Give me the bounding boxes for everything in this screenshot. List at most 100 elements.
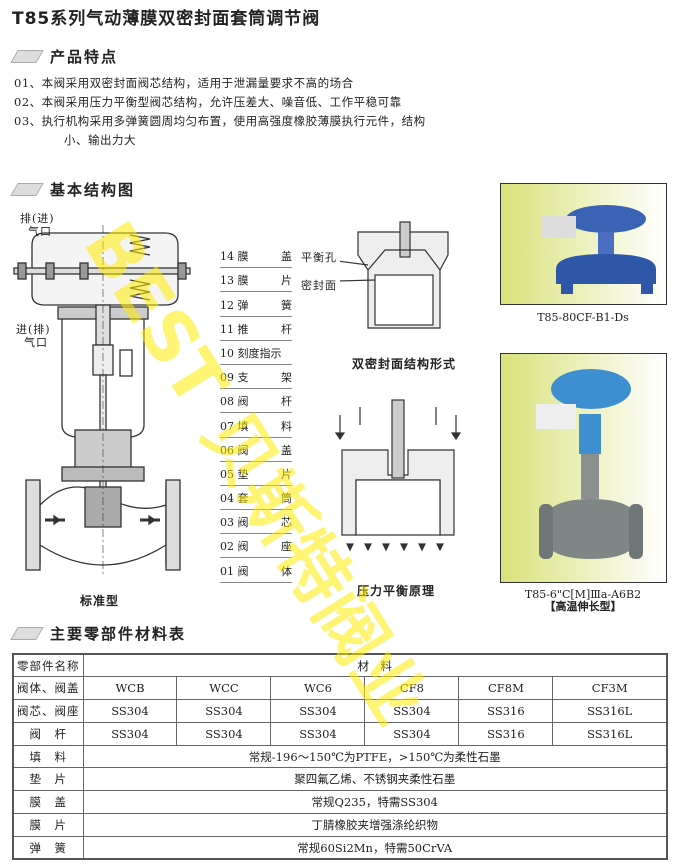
material-cell: SS304 [176, 699, 272, 723]
material-cell: SS304 [364, 721, 460, 746]
part-label: 09 支架 [220, 365, 292, 390]
valve-photo-image [536, 369, 643, 559]
part-number-name: 14 膜 [220, 250, 249, 264]
material-cell: SS304 [176, 721, 272, 746]
part-label: 08 阀 杆 [220, 389, 292, 414]
part-number-name: 08 阀 [220, 395, 249, 409]
part-name-end: 筒 [281, 492, 292, 506]
photo-2-caption: T85-6"C[M]Ⅲa-A6B2【高温伸长型】 [493, 589, 673, 613]
header-cell: 零部件名称 [12, 653, 84, 678]
part-name-end: 杆 [281, 322, 292, 336]
material-cell: WC6 [270, 676, 366, 701]
intake-port-label: 进(排)气口 [16, 323, 51, 349]
material-cell: SS316L [552, 699, 668, 723]
material-cell: 常规-196～150℃为PTFE，>150℃为柔性石墨 [82, 744, 668, 769]
valve-cross-section-drawing [13, 225, 191, 575]
pressure-balance-drawing [334, 399, 462, 552]
label-line: 排(进) [20, 212, 55, 225]
table-row: 膜 片丁腈橡胶夹增强涤纶织物 [12, 813, 668, 837]
material-cell: 常规60Si2Mn，特需50CrVA [82, 835, 668, 860]
part-label: 02 阀座 [220, 534, 292, 559]
part-label: 10 刻度指示 [220, 341, 292, 365]
table-row: 弹 簧常规60Si2Mn，特需50CrVA [12, 835, 668, 860]
material-cell: SS304 [82, 721, 178, 746]
pressure-balance-caption: 压力平衡原理 [357, 584, 436, 598]
part-number-name: 01 阀 [220, 564, 249, 578]
seal-face-label: 密封面 [301, 279, 337, 292]
valve-photo-image [541, 205, 656, 294]
part-name-cell: 阀芯、阀座 [12, 699, 84, 723]
table-header-row: 零部件名称材 料 [12, 653, 668, 678]
label-line: 进(排) [16, 323, 51, 336]
table-row: 填 料常规-196～150℃为PTFE，>150℃为柔性石墨 [12, 744, 668, 769]
material-cell: CF8M [458, 676, 554, 701]
table-row: 垫 片聚四氟乙烯、不锈钢夹柔性石墨 [12, 767, 668, 792]
material-cell: 聚四氟乙烯、不锈钢夹柔性石墨 [82, 767, 668, 792]
part-name-cell: 弹 簧 [12, 835, 84, 860]
section-structure-heading: 基本结构图 [10, 179, 136, 200]
part-name-end: 簧 [281, 298, 292, 312]
table-row: 膜 盖常规Q235，特需SS304 [12, 790, 668, 815]
material-cell: SS316 [458, 699, 554, 723]
photo-1-caption: T85-80CF-B1-Ds [537, 311, 629, 324]
part-label: 13 膜片 [220, 268, 292, 293]
part-number-name: 10 刻度指示 [220, 346, 282, 360]
material-cell: SS316L [552, 721, 668, 746]
feature-item: 03、执行机构采用多弹簧圆周均匀布置，使用高强度橡胶薄膜执行元件，结构 [14, 114, 426, 128]
material-cell: 丁腈橡胶夹增强涤纶织物 [82, 813, 668, 837]
product-photo-1 [500, 183, 667, 305]
part-label: 06 阀 盖 [220, 438, 292, 462]
part-number-name: 04 套 [220, 492, 249, 506]
part-name-end: 片 [281, 467, 292, 481]
material-cell: 常规Q235，特需SS304 [82, 790, 668, 815]
material-cell: SS304 [82, 699, 178, 723]
part-label: 04 套 筒 [220, 486, 292, 511]
material-cell: CF3M [552, 676, 668, 701]
part-label: 05 垫 片 [220, 462, 292, 486]
section-features-heading: 产品特点 [10, 46, 118, 67]
part-name-end: 料 [281, 419, 292, 433]
section-title: 主要零部件材料表 [50, 625, 187, 643]
material-cell: CF8 [364, 676, 460, 701]
part-number-name: 07 填 [220, 419, 249, 433]
part-label: 01 阀 体 [220, 558, 292, 583]
section-marker-icon [10, 627, 44, 640]
part-name-cell: 填 料 [12, 744, 84, 769]
product-photo-2 [500, 353, 667, 583]
material-cell: WCC [176, 676, 272, 701]
part-number-name: 06 阀 [220, 443, 249, 457]
part-name-end: 体 [281, 564, 292, 578]
feature-item: 01、本阀采用双密封面阀芯结构，适用于泄漏量要求不高的场合 [14, 76, 354, 90]
material-cell: SS304 [364, 699, 460, 723]
part-name-end: 盖 [281, 250, 292, 264]
part-name-end: 座 [281, 540, 292, 554]
label-line: 气口 [24, 336, 48, 349]
part-name-end: 杆 [281, 395, 292, 409]
part-label: 14 膜 盖 [220, 244, 292, 269]
part-name-cell: 膜 盖 [12, 790, 84, 815]
part-label: 07 填 料 [220, 413, 292, 438]
part-name-end: 芯 [281, 516, 292, 530]
part-name-cell: 垫 片 [12, 767, 84, 792]
part-name-cell: 阀 杆 [12, 721, 84, 746]
section-materials-heading: 主要零部件材料表 [10, 623, 187, 644]
part-number-name: 03 阀 [220, 516, 249, 530]
material-cell: WCB [82, 676, 178, 701]
section-marker-icon [10, 50, 44, 63]
part-name-end: 盖 [281, 443, 292, 457]
part-number-name: 05 垫 [220, 467, 249, 481]
material-cell: SS304 [270, 721, 366, 746]
section-title: 基本结构图 [50, 181, 136, 199]
page-title: T85系列气动薄膜双密封面套筒调节阀 [12, 9, 321, 29]
balance-hole-label: 平衡孔 [301, 251, 337, 264]
part-name-cell: 阀体、阀盖 [12, 676, 84, 701]
caption-model: T85-6"C[M]Ⅲa-A6B2 [524, 588, 642, 601]
part-number-name: 12 弹 [220, 298, 249, 312]
material-cell: SS316 [458, 721, 554, 746]
header-cell: 材 料 [82, 653, 668, 678]
